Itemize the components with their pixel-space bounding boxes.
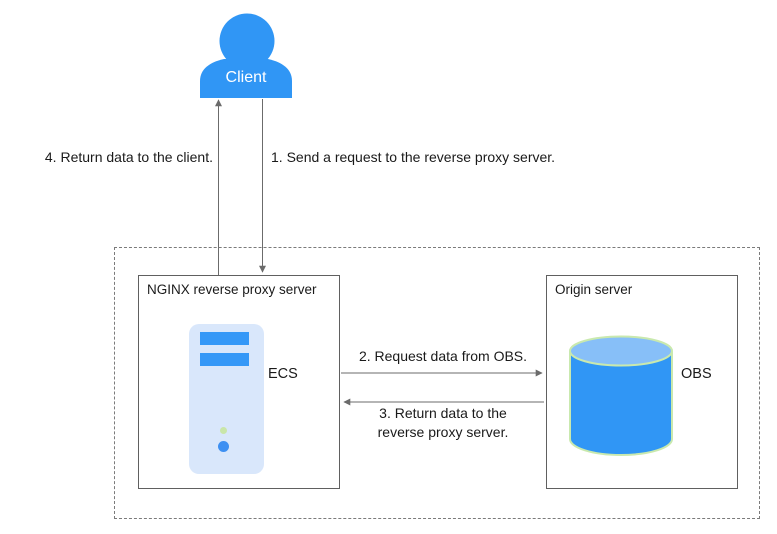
server-led-blue (218, 441, 229, 452)
step2-label: 2. Request data from OBS. (358, 348, 528, 364)
nginx-box-title: NGINX reverse proxy server (147, 282, 317, 297)
step3-label: 3. Return data to the reverse proxy serv… (377, 405, 509, 440)
server-led-green (220, 427, 227, 434)
server-slot-bar (200, 332, 249, 345)
ecs-label: ECS (268, 366, 298, 382)
client-node: Client (200, 12, 292, 98)
step4-label: 4. Return data to the client. (44, 149, 213, 165)
obs-label: OBS (681, 366, 712, 382)
server-slot-bar (200, 353, 249, 366)
client-person-icon (200, 13, 292, 98)
deployment-boundary (114, 247, 760, 519)
nginx-reverse-proxy-box: NGINX reverse proxy server ECS (138, 275, 340, 489)
step1-label: 1. Send a request to the reverse proxy s… (271, 149, 556, 165)
client-label: Client (225, 69, 267, 86)
origin-box-title: Origin server (555, 282, 633, 297)
obs-storage-icon (569, 335, 673, 456)
origin-server-box: Origin server OBS (546, 275, 738, 489)
ecs-server-icon (189, 324, 264, 474)
